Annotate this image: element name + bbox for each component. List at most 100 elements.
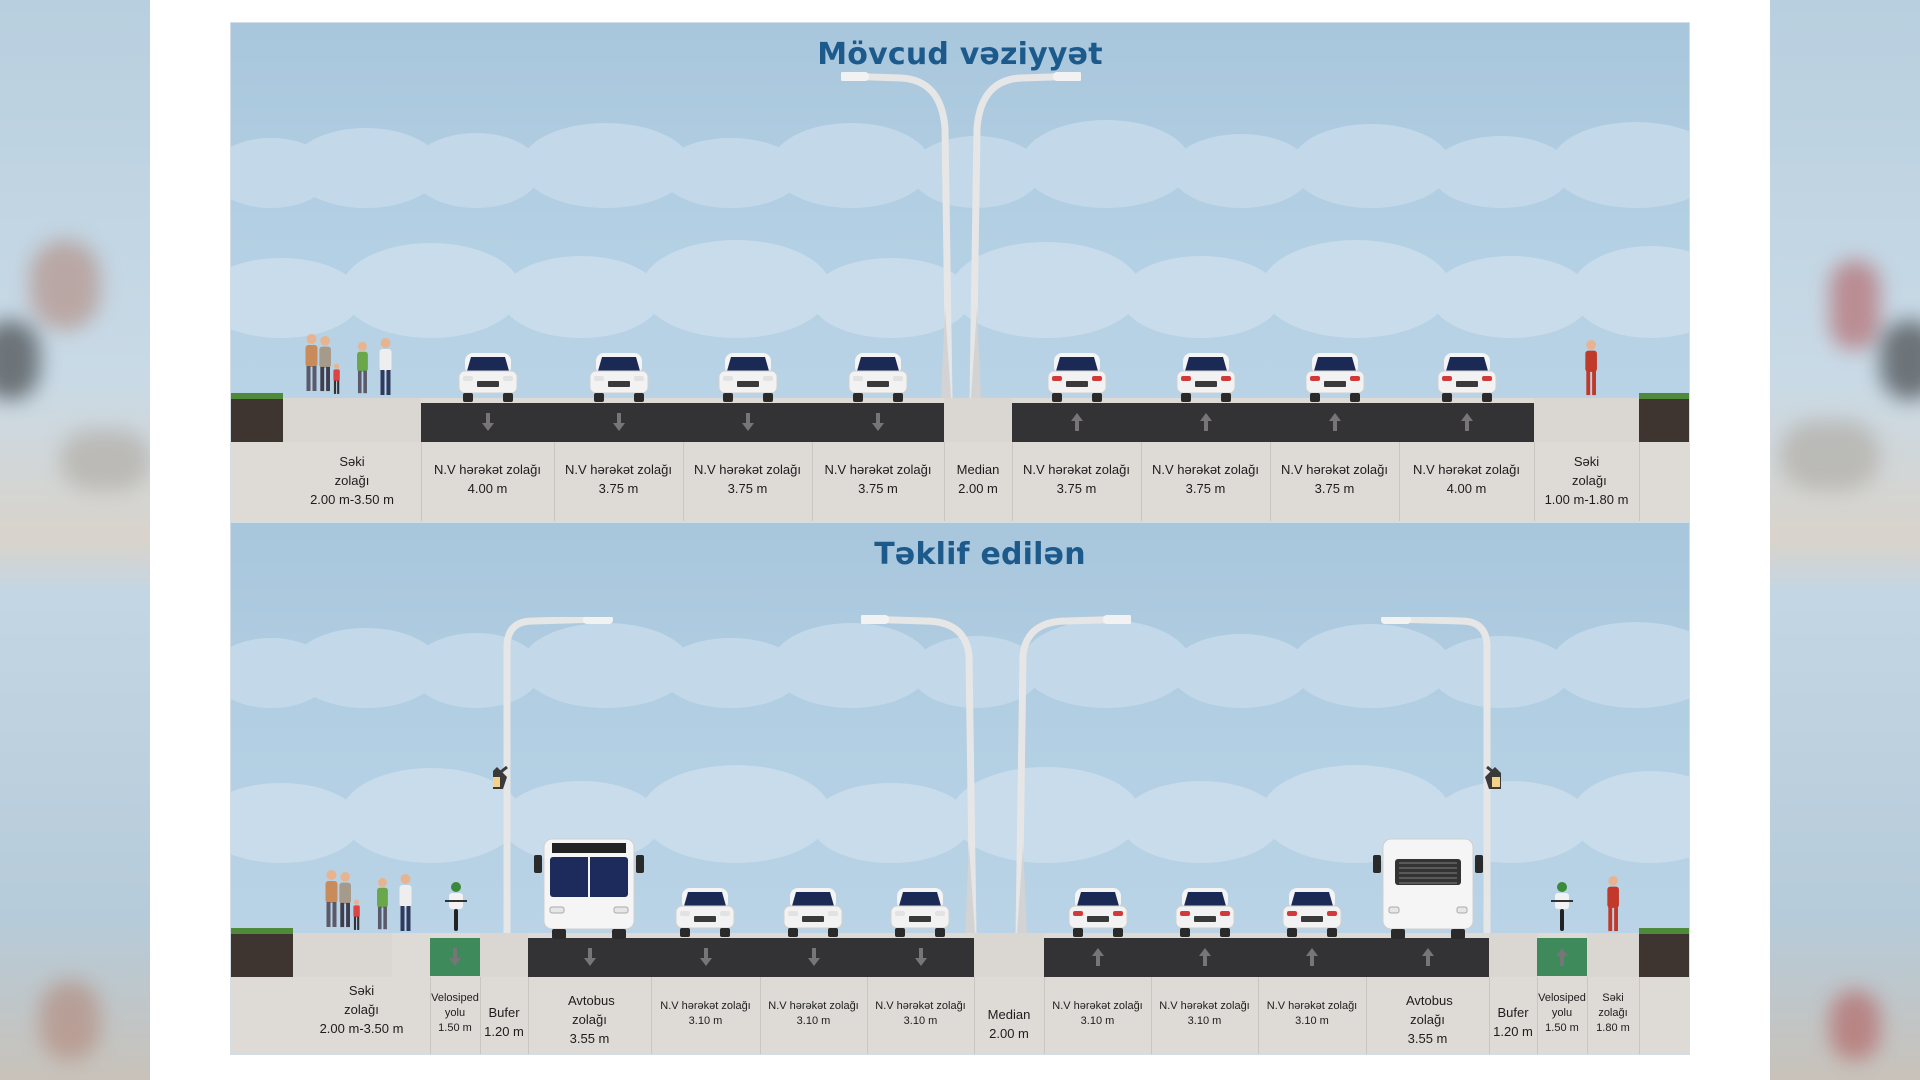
arrow-down-icon [741, 413, 754, 431]
segment-divider [1151, 977, 1152, 1054]
segment-width: 3.75 m [1185, 481, 1226, 496]
segment-name: Velosiped yolu [1538, 992, 1586, 1019]
segment-name: N.V hərəkət zolağı [875, 1000, 966, 1012]
arrow-up-icon [1091, 948, 1104, 966]
cloud-band [231, 118, 1689, 208]
car-icon [1175, 888, 1235, 937]
segment-label: N.V hərəkət zolağı 3.75 m [683, 460, 812, 498]
segment-width: 1.20 m [484, 1024, 524, 1039]
segment-name: N.V hərəkət zolağı [824, 462, 932, 477]
segment-divider [1258, 977, 1259, 1054]
segment-name: Bufer [1497, 1005, 1529, 1020]
segment-width: 1.00 m-1.80 m [1544, 492, 1629, 507]
pedestrian-icon [325, 870, 338, 927]
buffer-left [480, 933, 528, 977]
soil-left [231, 398, 283, 442]
segment-width: 1.50 m [438, 1022, 472, 1034]
arrow-down-icon [807, 948, 820, 966]
soil-left [231, 933, 293, 977]
blurred-background-right [1770, 0, 1920, 1080]
segment-label: N.V hərəkət zolağı 3.75 m [1141, 460, 1270, 498]
cyclist-icon [1551, 882, 1573, 931]
arrow-up-icon [1460, 413, 1473, 431]
segment-name: N.V hərəkət zolağı [1413, 462, 1520, 477]
segment-name: N.V hərəkət zolağı [1281, 462, 1388, 477]
segment-width: 3.10 m [903, 1015, 938, 1027]
pedestrian-icon [357, 341, 368, 394]
road-northbound [1012, 403, 1534, 442]
segment-name: Median [956, 462, 1000, 477]
segment-width: 3.75 m [858, 481, 898, 496]
cloud-band [231, 618, 1689, 708]
segment-label: N.V hərəkət zolağı 3.10 m [651, 999, 760, 1029]
car-icon [1176, 353, 1235, 402]
segment-divider [1141, 442, 1142, 521]
segment-label: N.V hərəkət zolağı 3.10 m [1044, 999, 1151, 1029]
segment-name: Avtobus zolağı [568, 993, 615, 1027]
car-icon [718, 353, 777, 402]
segment-name: N.V hərəkət zolağı [1152, 462, 1259, 477]
pedestrian-icon [377, 877, 388, 930]
street-lamp-icon [493, 617, 613, 937]
segment-divider [1587, 977, 1588, 1054]
segment-divider [554, 442, 555, 521]
segment-name: N.V hərəkət zolağı [1052, 1000, 1143, 1012]
road-northbound [1044, 938, 1489, 977]
segment-width: 3.55 m [569, 1031, 610, 1046]
segment-label: N.V hərəkət zolağı 3.10 m [867, 999, 974, 1029]
segment-name: N.V hərəkət zolağı [565, 462, 672, 477]
segment-width: 3.10 m [1080, 1015, 1115, 1027]
blurred-background-left [0, 0, 150, 1080]
segment-width: 3.75 m [598, 481, 639, 496]
panel-title-existing: Mövcud vəziyyət [817, 37, 1103, 72]
car-icon [1305, 353, 1364, 402]
segment-divider [1639, 442, 1640, 521]
segment-divider [760, 977, 761, 1054]
segment-width: 3.10 m [688, 1015, 723, 1027]
arrow-up-icon [1421, 948, 1434, 966]
segment-width: 3.10 m [796, 1015, 831, 1027]
pedestrian-icon [1607, 875, 1619, 932]
pedestrian-icon [379, 338, 392, 395]
segment-label: N.V hərəkət zolağı 3.75 m [554, 460, 683, 498]
arrow-down-icon [872, 413, 884, 431]
arrow-up-icon [1199, 413, 1212, 431]
segment-width: 4.00 m [467, 481, 508, 496]
segment-name: Səki zolağı [344, 983, 379, 1017]
segment-divider [1270, 442, 1271, 521]
grass-left [231, 393, 283, 399]
arrow-up-icon [1328, 413, 1341, 431]
arrow-down-icon [699, 948, 712, 966]
car-icon [1068, 888, 1128, 937]
road-southbound [421, 403, 944, 442]
proposed-cross-section: Təklif edilən [230, 522, 1690, 1055]
segment-width: 3.75 m [727, 481, 768, 496]
soil-right [1639, 933, 1689, 977]
segment-divider [528, 977, 529, 1054]
segment-divider [651, 977, 652, 1054]
segment-name: N.V hərəkət zolağı [694, 462, 801, 477]
grass-right [1639, 393, 1689, 399]
bus-icon [1373, 838, 1483, 939]
sidewalk-left [283, 398, 421, 442]
grass-right [1639, 928, 1689, 934]
segment-width: 3.10 m [1187, 1015, 1222, 1027]
segment-divider [421, 442, 422, 521]
pedestrian-icon [399, 874, 412, 931]
cyclist-icon [445, 882, 467, 931]
segment-divider [683, 442, 684, 521]
car-icon [458, 353, 517, 402]
segment-width: 2.00 m-3.50 m [310, 492, 394, 507]
arrow-down-icon [612, 413, 625, 431]
segment-name: N.V hərəkət zolağı [660, 1000, 751, 1012]
arrow-down-icon [914, 948, 927, 966]
sidewalk-right [1534, 398, 1639, 442]
